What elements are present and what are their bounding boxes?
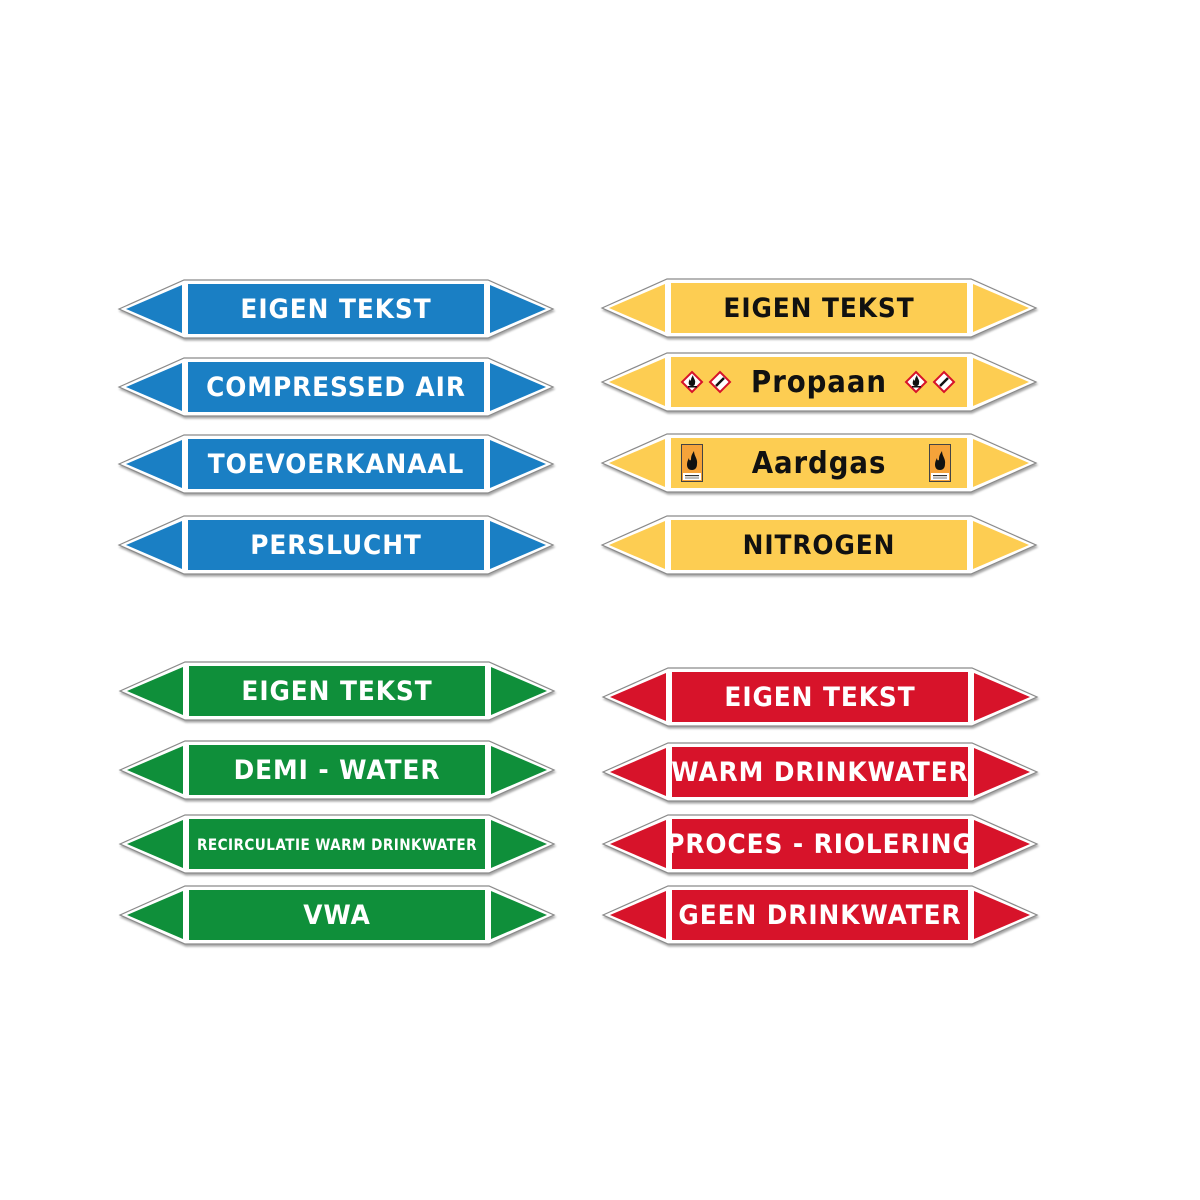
marker-label: Propaan [751, 364, 887, 400]
right-arrow-icon [974, 891, 1030, 939]
left-arrow-icon [126, 521, 182, 569]
marker-label: Aardgas [751, 445, 887, 481]
left-arrow-icon [609, 439, 665, 487]
ghs-hazard-icon-left [680, 360, 732, 404]
pipe-marker-blue: TOEVOERKANAAL [117, 434, 555, 494]
left-arrow-icon [610, 820, 666, 868]
marker-band [672, 747, 968, 797]
marker-band [671, 438, 967, 488]
left-arrow-icon [127, 820, 183, 868]
pipe-marker-green: EIGEN TEKST [118, 661, 556, 721]
arrow-shape-icon [118, 661, 556, 721]
marker-band [672, 672, 968, 722]
marker-band [189, 666, 485, 716]
left-arrow-icon [609, 284, 665, 332]
marker-label: EIGEN TEKST [724, 681, 916, 713]
left-arrow-icon [127, 891, 183, 939]
marker-band [188, 362, 484, 412]
pipe-marker-blue: EIGEN TEKST [117, 279, 555, 339]
flammable-placard-icon-left [681, 441, 703, 485]
right-arrow-icon [491, 820, 547, 868]
marker-label: EIGEN TEKST [241, 675, 433, 707]
right-arrow-icon [973, 521, 1029, 569]
left-arrow-icon [610, 748, 666, 796]
marker-label: RECIRCULATIE WARM DRINKWATER [197, 834, 477, 854]
arrow-shape-icon [117, 357, 555, 417]
left-arrow-icon [609, 358, 665, 406]
arrow-shape-icon [600, 433, 1038, 493]
marker-band [188, 439, 484, 489]
pipe-marker-red: GEEN DRINKWATER [601, 885, 1039, 945]
right-arrow-icon [973, 358, 1029, 406]
marker-band [671, 520, 967, 570]
arrow-shape-icon [118, 885, 556, 945]
arrow-shape-icon [117, 515, 555, 575]
pipe-marker-green: VWA [118, 885, 556, 945]
right-arrow-icon [491, 746, 547, 794]
left-arrow-icon [127, 746, 183, 794]
marker-band [188, 520, 484, 570]
right-arrow-icon [973, 439, 1029, 487]
arrow-shape-icon [118, 740, 556, 800]
arrow-shape-icon [600, 278, 1038, 338]
pipe-marker-green: DEMI - WATER [118, 740, 556, 800]
right-arrow-icon [490, 285, 546, 333]
marker-label: GEEN DRINKWATER [678, 899, 962, 931]
marker-band [672, 819, 968, 869]
marker-band [671, 283, 967, 333]
marker-label: DEMI - WATER [233, 754, 441, 786]
arrow-shape-icon [600, 515, 1038, 575]
pipe-marker-red: PROCES - RIOLERING [601, 814, 1039, 874]
pipe-marker-yellow: EIGEN TEKST [600, 278, 1038, 338]
arrow-shape-icon [601, 742, 1039, 802]
arrow-shape-icon [601, 814, 1039, 874]
right-arrow-icon [973, 284, 1029, 332]
pipe-marker-red: EIGEN TEKST [601, 667, 1039, 727]
arrow-shape-icon [601, 667, 1039, 727]
marker-label: COMPRESSED AIR [206, 371, 466, 403]
left-arrow-icon [127, 667, 183, 715]
arrow-shape-icon [117, 434, 555, 494]
arrow-shape-icon [117, 279, 555, 339]
ghs-hazard-icon-right [904, 360, 956, 404]
pipe-marker-yellow: Propaan [600, 352, 1038, 412]
right-arrow-icon [974, 748, 1030, 796]
marker-label: VWA [303, 899, 371, 931]
pipe-marker-blue: PERSLUCHT [117, 515, 555, 575]
right-arrow-icon [974, 673, 1030, 721]
marker-label: NITROGEN [742, 529, 896, 561]
marker-band [189, 819, 485, 869]
marker-band [188, 284, 484, 334]
right-arrow-icon [974, 820, 1030, 868]
pipe-marker-yellow: NITROGEN [600, 515, 1038, 575]
marker-band [189, 890, 485, 940]
flammable-placard-icon-right [929, 441, 951, 485]
marker-label: EIGEN TEKST [240, 293, 432, 325]
pipe-marker-red: WARM DRINKWATER [601, 742, 1039, 802]
left-arrow-icon [126, 363, 182, 411]
arrow-shape-icon [601, 885, 1039, 945]
pipe-marker-green: RECIRCULATIE WARM DRINKWATER [118, 814, 556, 874]
arrow-shape-icon [118, 814, 556, 874]
marker-label: WARM DRINKWATER [671, 756, 969, 788]
right-arrow-icon [490, 440, 546, 488]
left-arrow-icon [610, 891, 666, 939]
marker-band [672, 890, 968, 940]
left-arrow-icon [126, 440, 182, 488]
right-arrow-icon [490, 363, 546, 411]
left-arrow-icon [610, 673, 666, 721]
right-arrow-icon [491, 891, 547, 939]
pipe-marker-blue: COMPRESSED AIR [117, 357, 555, 417]
marker-label: PROCES - RIOLERING [666, 828, 974, 860]
marker-band [189, 745, 485, 795]
pipe-marker-yellow: Aardgas [600, 433, 1038, 493]
marker-label: EIGEN TEKST [723, 292, 915, 324]
marker-label: TOEVOERKANAAL [207, 448, 465, 480]
marker-label: PERSLUCHT [250, 529, 422, 561]
left-arrow-icon [126, 285, 182, 333]
right-arrow-icon [491, 667, 547, 715]
right-arrow-icon [490, 521, 546, 569]
left-arrow-icon [609, 521, 665, 569]
